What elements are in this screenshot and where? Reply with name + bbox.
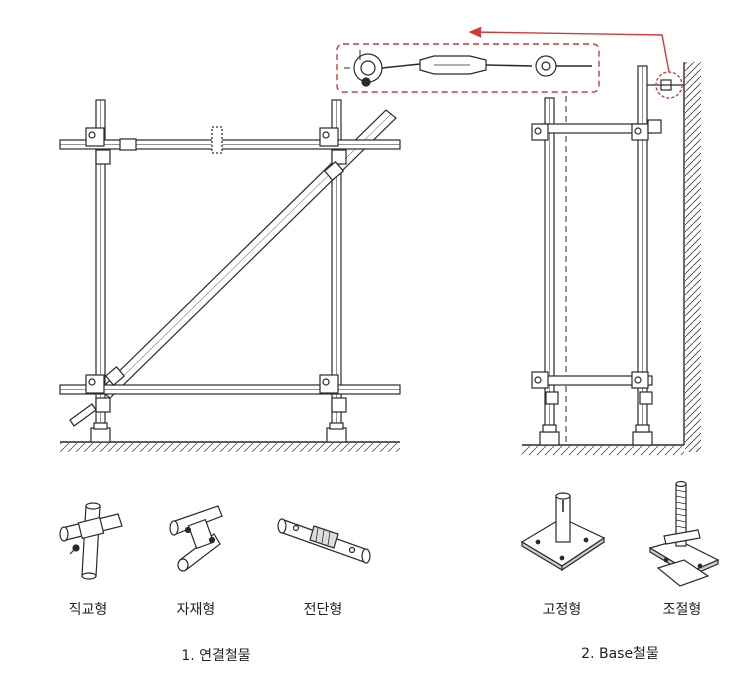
right-scaffold-frame bbox=[522, 62, 701, 455]
bottom-left-stub bbox=[69, 403, 97, 427]
right-angle-coupler-illustration bbox=[59, 502, 123, 580]
fixed-base-illustration bbox=[520, 492, 606, 572]
label-swivel-coupler: 자재형 bbox=[177, 602, 216, 618]
diagonal-brace bbox=[99, 109, 397, 399]
label-fixed-base: 고정형 bbox=[543, 602, 582, 618]
bottom-ledger bbox=[59, 384, 401, 395]
wall-tie-detail bbox=[336, 43, 600, 93]
right-base-plates bbox=[539, 424, 653, 446]
detail-frame bbox=[336, 43, 600, 93]
wall bbox=[683, 62, 701, 452]
left-ground bbox=[60, 441, 400, 452]
right-ground bbox=[522, 444, 684, 455]
callout-arrow bbox=[468, 26, 670, 73]
sleeve-coupler-illustration bbox=[277, 518, 371, 564]
adjustable-base-illustration bbox=[648, 480, 720, 587]
label-right-angle-coupler: 직교형 bbox=[69, 602, 108, 618]
group-title-base: 2. Base철물 bbox=[581, 646, 659, 662]
group-title-connection: 1. 연결철물 bbox=[181, 648, 250, 664]
wall-tie-callout bbox=[468, 26, 683, 99]
label-adjustable-base: 조절형 bbox=[663, 602, 702, 618]
label-sleeve-coupler: 전단형 bbox=[304, 602, 343, 618]
right-joint-couplers bbox=[531, 119, 662, 405]
joint-couplers bbox=[85, 127, 347, 413]
swivel-coupler-illustration bbox=[169, 505, 223, 572]
left-scaffold-frame bbox=[59, 99, 401, 452]
left-base-plates bbox=[90, 422, 347, 443]
top-ledger bbox=[59, 126, 401, 154]
wall-tie bbox=[647, 79, 684, 91]
